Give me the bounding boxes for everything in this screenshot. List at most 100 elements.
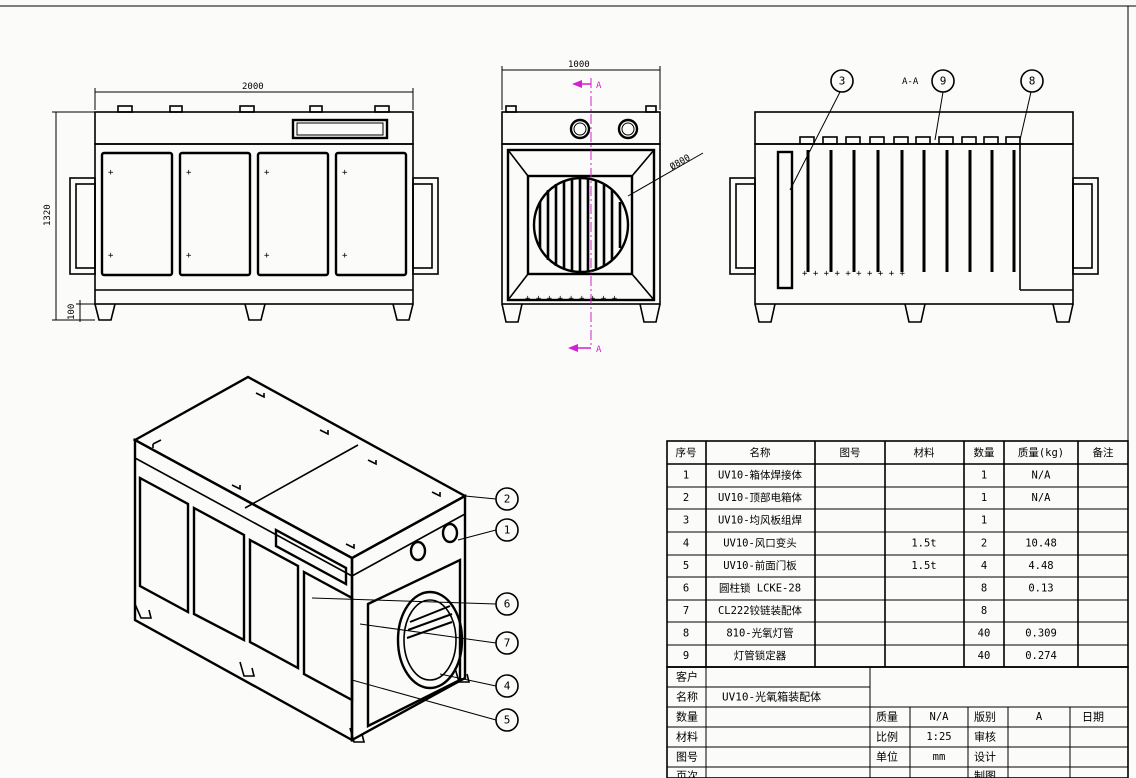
balloon-4-label: 4: [504, 680, 511, 693]
tb-drawn-label: 制图: [974, 770, 996, 778]
bom-cell: UV10-箱体焊接体: [718, 469, 803, 482]
bom-cell: 1: [683, 470, 689, 482]
balloon-4: [495, 674, 519, 698]
balloon-7-label: 7: [504, 637, 511, 650]
tb-material-label: 材料: [676, 730, 698, 744]
bom-cell: 4: [981, 560, 987, 572]
svg-text:+ + + + + + + + + +: + + + + + + + + + +: [802, 269, 906, 279]
tb-page-label: 页次: [676, 769, 698, 778]
title-block: 客户 名称 UV10-光氧箱装配体 数量 材料 图号 页次 质量 N/A 比例 …: [666, 666, 1129, 778]
balloon-1: [495, 518, 519, 542]
tb-date-label: 日期: [1082, 711, 1104, 724]
tb-version-label: 版别: [974, 710, 996, 724]
dim-duct-diameter: Ø800: [668, 152, 692, 172]
bom-header-cell: 图号: [840, 447, 861, 459]
section-view-title: A-A: [902, 77, 919, 87]
tb-mass-value: N/A: [930, 711, 950, 723]
bom-cell: 2: [981, 538, 987, 550]
tb-design-label: 设计: [974, 751, 996, 764]
bom-cell: N/A: [1032, 492, 1052, 504]
side-view: + + + + + + + + +: [501, 105, 661, 323]
balloon-5: [495, 708, 519, 732]
front-view: + + + + + + + +: [69, 105, 439, 321]
balloon-3: [830, 69, 854, 93]
balloon-2-label: 2: [504, 493, 511, 506]
bom-cell: 7: [683, 605, 689, 617]
bom-cell: UV10-风口变头: [723, 537, 797, 550]
dim-height: 1320: [43, 204, 53, 226]
bom-cell: 圆柱锁 LCKE-28: [719, 582, 801, 595]
tb-customer-label: 客户: [676, 670, 698, 684]
bom-cell: N/A: [1032, 470, 1052, 482]
bom-cell: 8: [981, 605, 987, 617]
section-view: A-A: [729, 69, 1099, 323]
bom-cell: 4.48: [1028, 560, 1053, 572]
tb-name-label: 名称: [676, 690, 698, 704]
bom-cell: 40: [978, 650, 991, 662]
bom-cell: 灯管锁定器: [734, 649, 787, 662]
bom-cell: 0.274: [1025, 650, 1057, 662]
bom-header-cell: 序号: [676, 446, 697, 459]
tb-drawing-no-label: 图号: [676, 751, 698, 764]
bom-cell: 1: [981, 515, 987, 527]
balloon-5-label: 5: [504, 714, 511, 727]
section-line: A A: [568, 78, 602, 355]
bom-cell: 10.48: [1025, 538, 1057, 550]
tb-scale-label: 比例: [876, 730, 898, 744]
svg-text:+: +: [186, 168, 192, 178]
bom-cell: 1: [981, 470, 987, 482]
bom-cell: 4: [683, 538, 689, 550]
bom-cell: 2: [683, 492, 689, 504]
balloon-1-label: 1: [504, 524, 511, 537]
bom-header-cell: 材料: [914, 446, 935, 459]
bom-cell: UV10-前面门板: [723, 559, 797, 572]
balloon-9: [931, 69, 955, 93]
tb-scale-value: 1:25: [926, 731, 951, 743]
bom-cell: 810-光氧灯管: [726, 627, 793, 640]
bom-cell: 9: [683, 650, 689, 662]
bom-cell: 0.309: [1025, 628, 1057, 640]
tb-review-label: 审核: [974, 730, 996, 744]
bom-cell: 1: [981, 492, 987, 504]
tb-mass-label: 质量: [876, 711, 898, 724]
balloon-2: [495, 487, 519, 511]
bom-cell: 8: [981, 583, 987, 595]
front-dimensions: 2000 1320 100: [43, 82, 414, 322]
svg-text:+: +: [342, 251, 348, 261]
bom-cell: UV10-均风板组焊: [718, 514, 803, 527]
bom-header-cell: 质量(kg): [1018, 447, 1064, 459]
dim-width: 2000: [242, 82, 264, 92]
tb-unit-value: mm: [933, 751, 946, 763]
balloon-8-label: 8: [1029, 75, 1036, 88]
section-label-top: A: [596, 81, 602, 91]
balloon-8: [1020, 69, 1044, 93]
balloon-3-label: 3: [839, 75, 846, 88]
bom-header-cell: 名称: [750, 446, 771, 459]
balloon-6: [495, 592, 519, 616]
dim-side-width: 1000: [568, 60, 590, 70]
bom-cell: 40: [978, 628, 991, 640]
tb-qty-label: 数量: [676, 711, 698, 724]
svg-text:+: +: [108, 168, 114, 178]
bom-cell: 8: [683, 628, 689, 640]
isometric-view: 2 1 6 7 4 5: [132, 375, 519, 743]
svg-text:+: +: [264, 251, 270, 261]
bom-cell: CL222铰链装配体: [718, 604, 803, 617]
bom-cell: UV10-顶部电箱体: [718, 491, 803, 504]
tb-version-value: A: [1036, 711, 1043, 723]
svg-text:+: +: [264, 168, 270, 178]
bom-cell: 1.5t: [911, 560, 936, 572]
bom-header-cell: 备注: [1093, 446, 1115, 459]
bom-cell: 0.13: [1028, 583, 1053, 595]
svg-text:+ + + + + + + + +: + + + + + + + + +: [525, 294, 618, 304]
tb-unit-label: 单位: [876, 750, 898, 764]
svg-text:+: +: [108, 251, 114, 261]
bom-cell: 3: [683, 515, 689, 527]
svg-text:+: +: [342, 168, 348, 178]
svg-text:+: +: [186, 251, 192, 261]
dim-feet: 100: [67, 304, 77, 320]
tb-name-value: UV10-光氧箱装配体: [722, 690, 821, 704]
bom-cell: 1.5t: [911, 538, 936, 550]
section-label-bottom: A: [596, 345, 602, 355]
